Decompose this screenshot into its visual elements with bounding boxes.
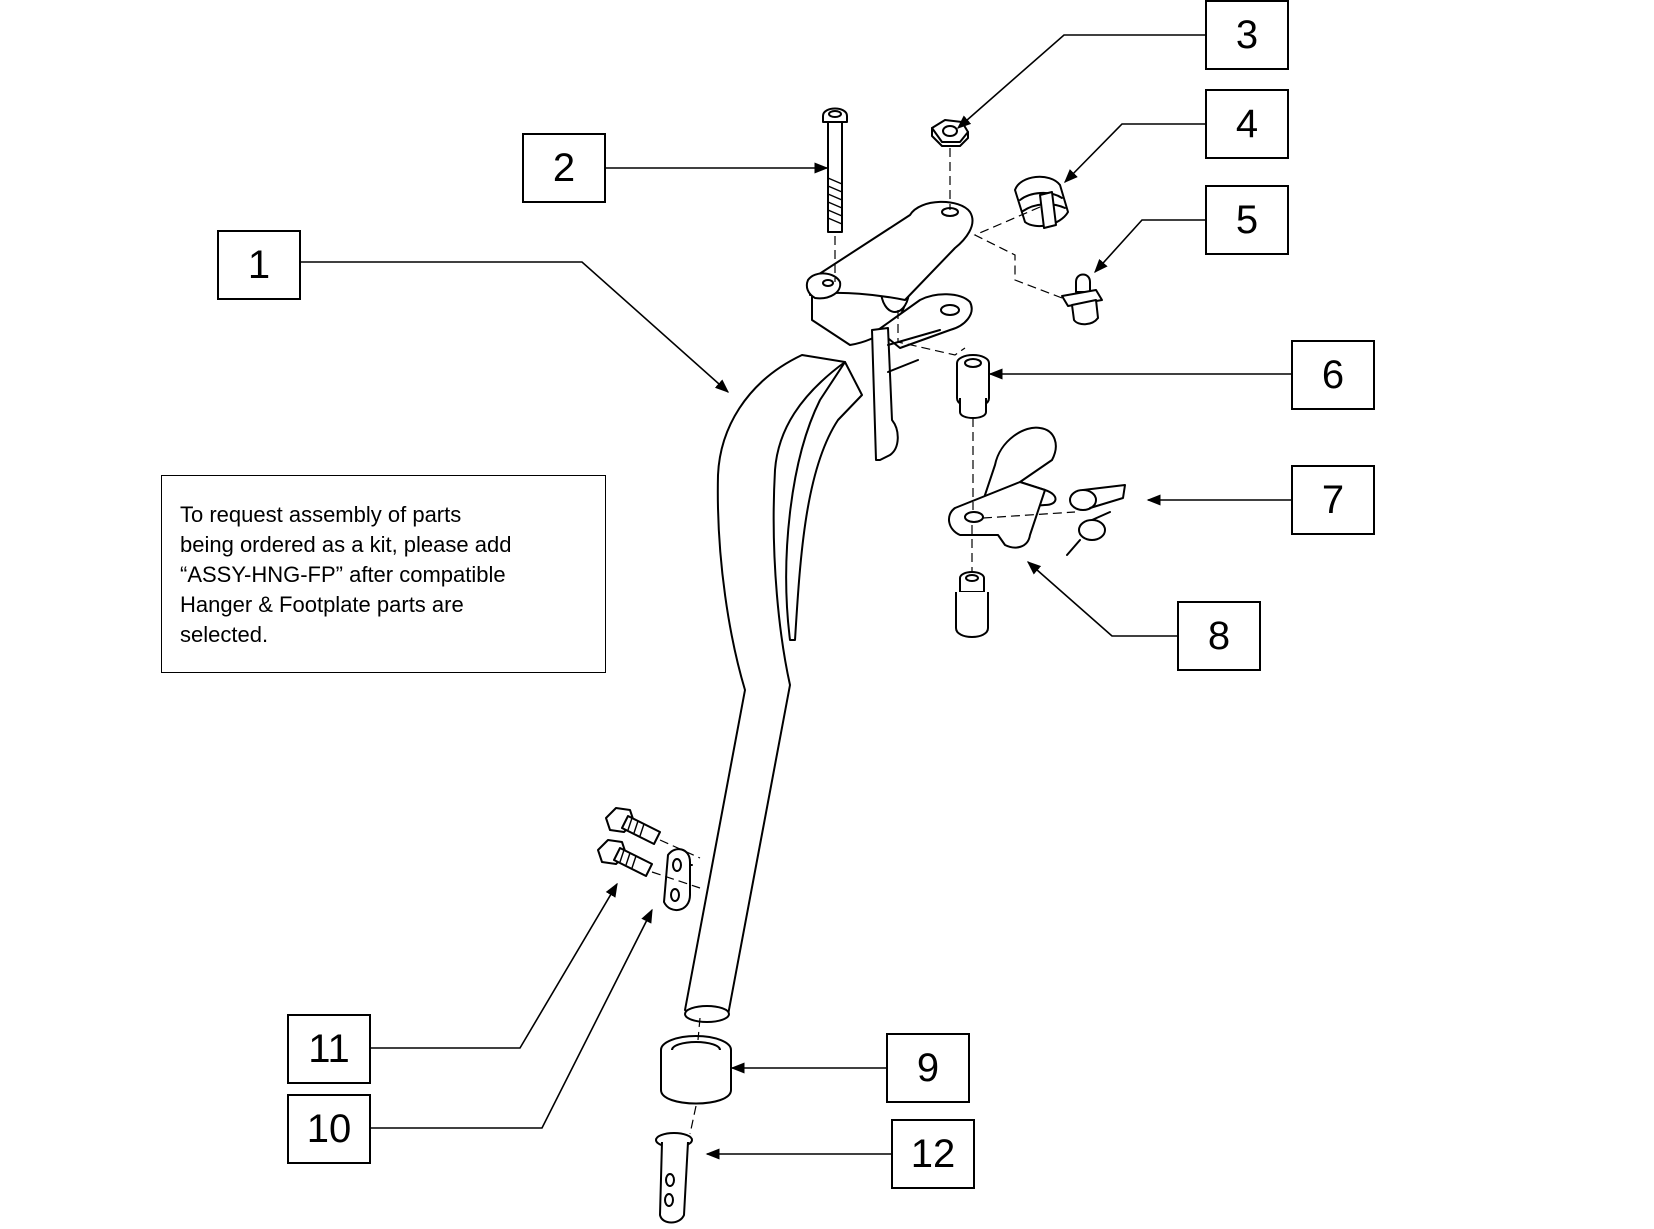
callout-9-label: 9	[917, 1046, 939, 1090]
callout-3-label: 3	[1236, 13, 1258, 57]
callout-7: 7	[1291, 465, 1375, 535]
stud-pin-part	[1061, 273, 1103, 326]
leader-lines	[300, 34, 1292, 1160]
callout-1-label: 1	[248, 243, 270, 287]
callout-6-label: 6	[1322, 353, 1344, 397]
upper-bushing-part	[956, 354, 990, 419]
callout-11: 11	[287, 1014, 371, 1084]
release-lever-part	[948, 426, 1057, 549]
callout-10-label: 10	[307, 1107, 352, 1151]
callout-4: 4	[1205, 89, 1289, 159]
callout-6: 6	[1291, 340, 1375, 410]
bearing-sleeve-part	[660, 1035, 732, 1105]
lower-bushing-part	[955, 571, 989, 638]
callout-3: 3	[1205, 0, 1289, 70]
callout-8-label: 8	[1208, 614, 1230, 658]
callout-9: 9	[886, 1033, 970, 1103]
hex-bolts-part	[597, 807, 661, 877]
assembly-guide-lines	[651, 148, 1076, 1135]
callout-5: 5	[1205, 185, 1289, 255]
callout-8: 8	[1177, 601, 1261, 671]
callout-12: 12	[891, 1119, 975, 1189]
callout-1: 1	[217, 230, 301, 300]
callout-2-label: 2	[553, 146, 575, 190]
mounting-plate-part	[663, 848, 691, 911]
pivot-pin-part	[655, 1132, 693, 1224]
hanger-tube-part	[679, 200, 974, 1023]
assembly-note-text: To request assembly of parts being order…	[180, 502, 512, 647]
torsion-spring-part	[1066, 484, 1126, 556]
callout-12-label: 12	[911, 1132, 956, 1176]
callout-2: 2	[522, 133, 606, 203]
spring-collet-part	[1014, 175, 1069, 229]
callout-4-label: 4	[1236, 102, 1258, 146]
callout-11-label: 11	[308, 1027, 350, 1071]
assembly-note-box: To request assembly of parts being order…	[161, 475, 606, 673]
callout-5-label: 5	[1236, 198, 1258, 242]
long-bolt-part	[822, 107, 848, 233]
callout-7-label: 7	[1322, 478, 1344, 522]
callout-10: 10	[287, 1094, 371, 1164]
